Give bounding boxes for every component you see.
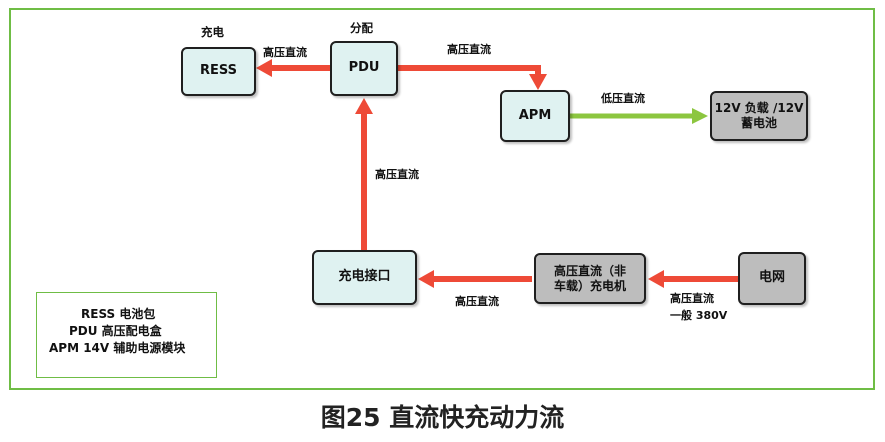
figure-caption-row: 图25 直流快充动力流 [0, 398, 885, 434]
arrow-charger-to-port [418, 270, 532, 288]
flow-label-port-pdu: 高压直流 [375, 168, 419, 181]
ress-box: RESS [181, 47, 256, 96]
arrow-grid-to-charger [648, 270, 738, 288]
apm-label: APM [518, 107, 552, 123]
load-battery-box: 12V 负载 /12V 蓄电池 [710, 91, 808, 141]
ress-label: RESS [199, 63, 238, 79]
charge-label: 充电 [201, 25, 224, 39]
legend-line-apm: APM 14V 辅助电源模块 [49, 341, 186, 355]
pdu-box: PDU [330, 41, 398, 96]
flow-label-pdu-ress: 高压直流 [263, 46, 307, 59]
load-label-line2: 蓄电池 [740, 116, 777, 130]
grid-label: 电网 [758, 270, 785, 286]
legend-line-pdu: PDU 高压配电盒 [69, 324, 162, 338]
flow-label-grid-charger: 高压直流 [670, 292, 714, 305]
arrow-pdu-to-ress [256, 59, 330, 77]
charger-label-line2: 车载）充电机 [553, 278, 626, 293]
offboard-charger-box: 高压直流（非 车载）充电机 [534, 253, 646, 304]
legend-line-ress: RESS 电池包 [81, 307, 156, 321]
distribute-label: 分配 [350, 21, 373, 35]
flow-label-apm-load: 低压直流 [601, 92, 645, 105]
arrow-apm-to-load [570, 108, 708, 124]
charging-port-box: 充电接口 [312, 250, 417, 305]
grid-box: 电网 [738, 252, 806, 305]
arrow-port-to-pdu [355, 98, 373, 250]
legend-box: RESS 电池包 PDU 高压配电盒 APM 14V 辅助电源模块 [36, 292, 217, 378]
load-label-line1: 12V 负载 /12V [714, 101, 804, 115]
figure-caption: 图25 直流快充动力流 [320, 403, 565, 432]
pdu-label: PDU [348, 60, 380, 76]
apm-box: APM [500, 90, 570, 142]
grid-voltage-label: 一般 380V [670, 309, 728, 322]
flow-label-pdu-apm: 高压直流 [447, 43, 491, 56]
charging-port-label: 充电接口 [338, 269, 391, 285]
arrow-pdu-to-apm [398, 65, 547, 90]
flow-label-charger-port: 高压直流 [455, 295, 499, 308]
charger-label-line1: 高压直流（非 [553, 263, 626, 278]
